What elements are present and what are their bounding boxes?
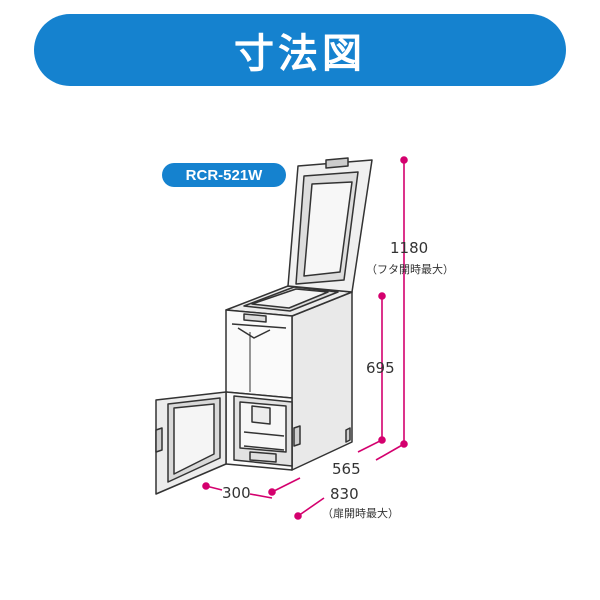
model-badge: RCR-521W bbox=[162, 163, 286, 187]
dim-open-lid-height-value: 1180 bbox=[390, 239, 428, 257]
dim-height-value: 695 bbox=[366, 359, 395, 377]
dim-depth-value: 565 bbox=[332, 460, 361, 478]
title-banner: 寸法図 bbox=[34, 14, 566, 86]
dim-door-open-depth-value: 830 bbox=[330, 485, 359, 503]
dim-open-lid-height-note: （フタ開時最大） bbox=[366, 262, 454, 276]
dim-door-open-depth-note: （扉開時最大） bbox=[322, 506, 399, 520]
dimension-lines bbox=[202, 156, 408, 520]
page-title: 寸法図 bbox=[234, 31, 366, 77]
dim-width-value: 300 bbox=[222, 484, 251, 502]
rice-bin-illustration bbox=[155, 157, 373, 495]
model-name: RCR-521W bbox=[185, 166, 263, 184]
